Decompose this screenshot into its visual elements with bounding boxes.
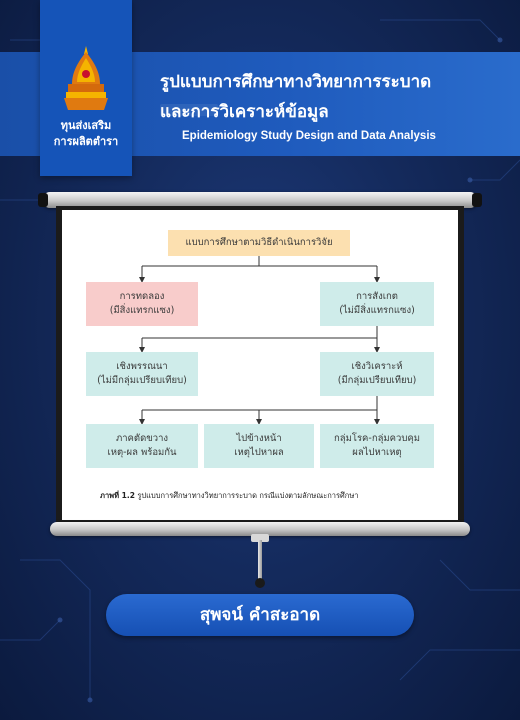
pull-cord-clip (251, 534, 269, 542)
publisher-line1: ทุนส่งเสริม (60, 119, 112, 132)
screen-bottom-bar (50, 522, 470, 536)
descriptive-subtitle: (ไม่มีกลุ่มเปรียบเทียบ) (97, 375, 187, 386)
experimental-box: การทดลอง (มีสิ่งแทรกแซง) (86, 282, 198, 326)
author-name: สุพจน์ คำสะอาด (199, 605, 321, 625)
pull-cord-handle (255, 578, 265, 588)
observational-box: การสังเกต (ไม่มีสิ่งแทรกแซง) (320, 282, 434, 326)
case-control-subtitle: ผลไปหาเหตุ (352, 447, 402, 458)
title-thai-line2: และการวิเคราะห์ข้อมูล (160, 102, 329, 122)
publisher-line2: การผลิตตำรา (53, 135, 119, 148)
observational-subtitle: (ไม่มีสิ่งแทรกแซง) (339, 305, 415, 316)
cross-sectional-title: ภาคตัดขวาง (115, 433, 169, 444)
figure-caption-text: รูปแบบการศึกษาทางวิทยาการระบาด กรณีแบ่งต… (134, 491, 359, 500)
experimental-subtitle: (มีสิ่งแทรกแซง) (109, 305, 175, 316)
case-control-title: กลุ่มโรค-กลุ่มควบคุม (334, 433, 420, 444)
descriptive-box: เชิงพรรณนา (ไม่มีกลุ่มเปรียบเทียบ) (86, 352, 198, 396)
figure-caption: ภาพที่ 1.2 รูปแบบการศึกษาทางวิทยาการระบา… (100, 490, 440, 502)
case-control-box: กลุ่มโรค-กลุ่มควบคุม ผลไปหาเหตุ (320, 424, 434, 468)
cohort-box: ไปข้างหน้า เหตุไปหาผล (204, 424, 314, 468)
analytical-subtitle: (มีกลุ่มเปรียบเทียบ) (337, 375, 417, 386)
descriptive-title: เชิงพรรณนา (116, 361, 168, 372)
diagram-root-box: แบบการศึกษาตามวิธีดำเนินการวิจัย (168, 230, 350, 256)
experimental-title: การทดลอง (119, 291, 165, 302)
publisher-logo-box: ทุนส่งเสริม การผลิตตำรา (40, 0, 132, 176)
cohort-subtitle: เหตุไปหาผล (234, 447, 284, 458)
cross-sectional-box: ภาคตัดขวาง เหตุ-ผล พร้อมกัน (86, 424, 198, 468)
author-badge (106, 594, 414, 636)
observational-title: การสังเกต (356, 291, 398, 302)
analytical-box: เชิงวิเคราะห์ (มีกลุ่มเปรียบเทียบ) (320, 352, 434, 396)
pull-cord (258, 540, 262, 584)
cohort-title: ไปข้างหน้า (236, 433, 282, 444)
title-shadow-chip (160, 104, 218, 116)
analytical-title: เชิงวิเคราะห์ (351, 361, 403, 372)
cross-sectional-subtitle: เหตุ-ผล พร้อมกัน (107, 447, 177, 458)
crown-emblem-icon (64, 46, 108, 110)
title-english: Epidemiology Study Design and Data Analy… (182, 130, 436, 142)
title-thai-line1: รูปแบบการศึกษาทางวิทยาการระบาด (160, 72, 432, 92)
diagram-root-label: แบบการศึกษาตามวิธีดำเนินการวิจัย (185, 237, 333, 248)
screen-top-roller (38, 192, 482, 208)
figure-caption-label: ภาพที่ 1.2 (100, 491, 135, 500)
